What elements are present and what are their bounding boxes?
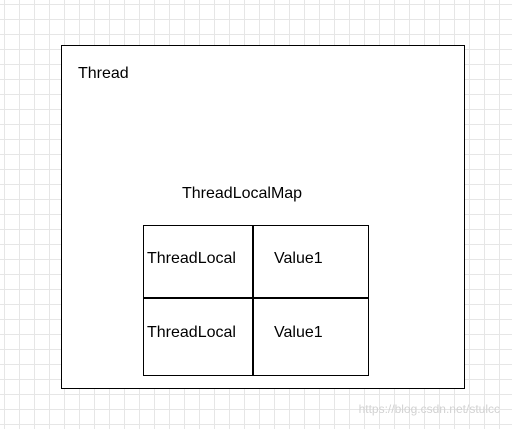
- table-row-divider: [143, 297, 369, 299]
- map-entry-key: ThreadLocal: [147, 250, 236, 267]
- map-entry-value: Value1: [274, 324, 323, 341]
- table-column-divider: [252, 225, 254, 376]
- threadlocalmap-label: ThreadLocalMap: [182, 185, 303, 202]
- thread-label: Thread: [78, 65, 129, 82]
- map-entry-key: ThreadLocal: [147, 324, 236, 341]
- watermark: https://blog.csdn.net/stulcc: [358, 402, 500, 416]
- map-entry-value: Value1: [274, 250, 323, 267]
- threadlocalmap-table: [143, 225, 369, 376]
